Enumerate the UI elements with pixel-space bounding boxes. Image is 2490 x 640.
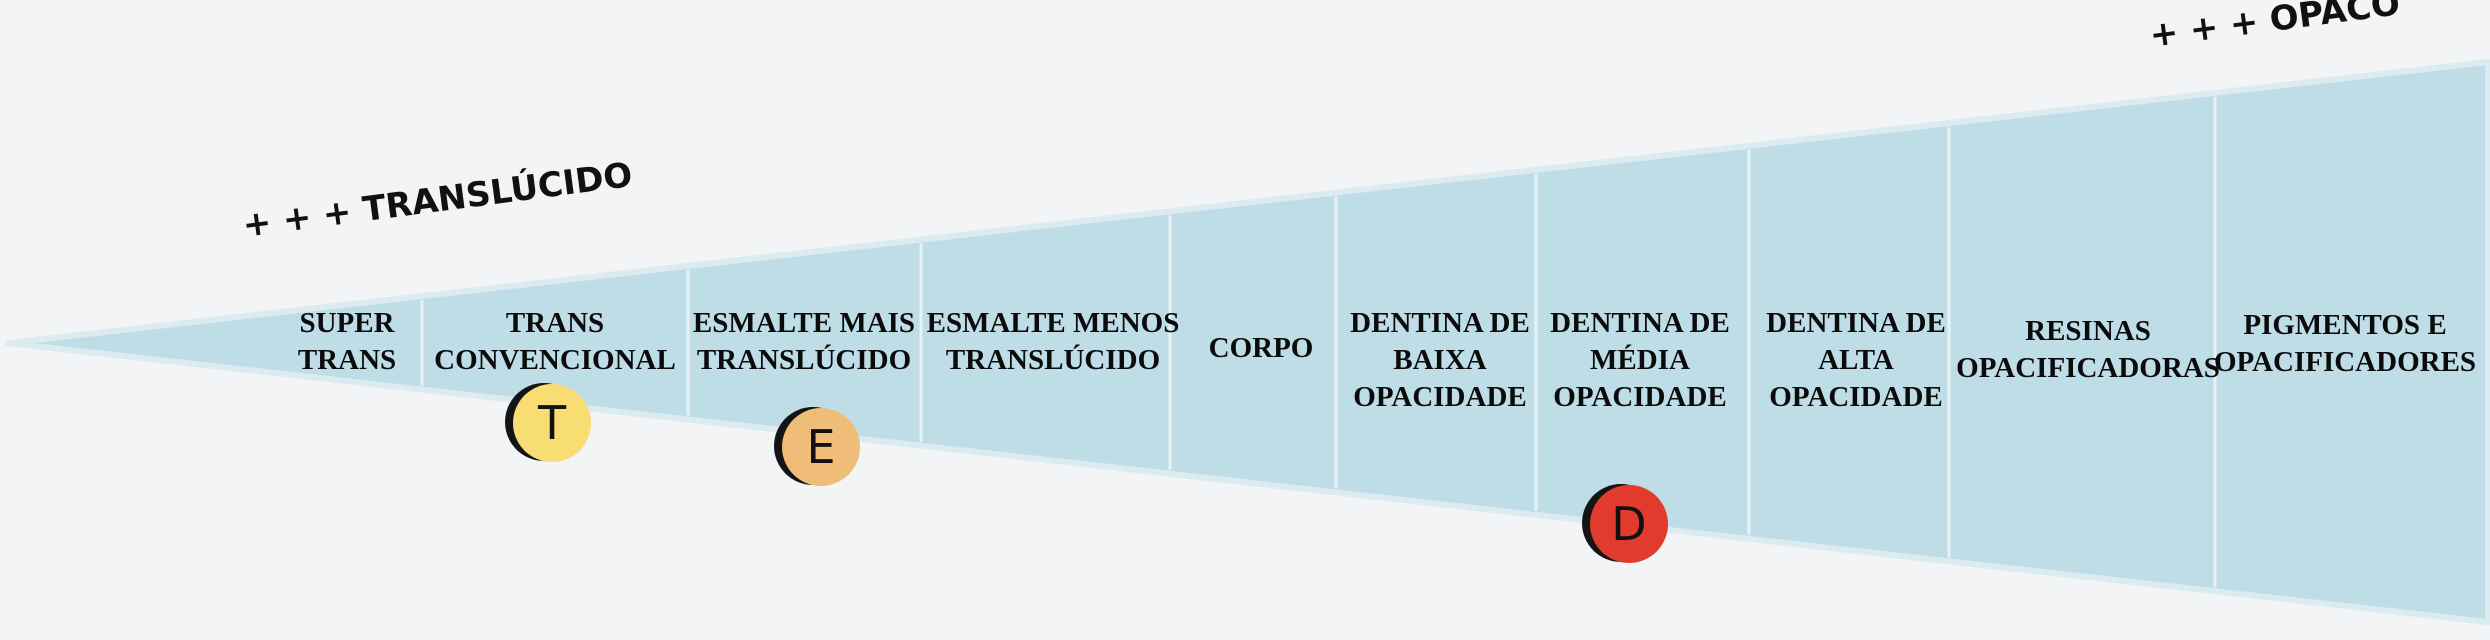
category-label: TRANS CONVENCIONAL xyxy=(434,307,676,376)
category-label: CORPO xyxy=(1208,331,1314,364)
marker-letter: T xyxy=(513,384,591,462)
segment-dividers xyxy=(420,96,2217,588)
marker-letter: D xyxy=(1590,485,1668,563)
marker-letter: E xyxy=(782,408,860,486)
category-label: RESINAS OPACIFICADORAS xyxy=(1956,315,2220,384)
marker-e: E xyxy=(774,407,860,491)
marker-t: T xyxy=(505,383,591,467)
category-label: DENTINA DE BAIXA OPACIDADE xyxy=(1350,306,1530,413)
wedge-shape xyxy=(5,59,2490,625)
category-label: PIGMENTOS E OPACIFICADORES xyxy=(2213,309,2477,378)
category-label: SUPER TRANS xyxy=(297,307,397,376)
category-label: DENTINA DE ALTA OPACIDADE xyxy=(1766,306,1946,413)
category-label: DENTINA DE MÉDIA OPACIDADE xyxy=(1550,306,1730,413)
category-label: ESMALTE MENOS TRANSLÚCIDO xyxy=(926,307,1180,376)
category-label: ESMALTE MAIS TRANSLÚCIDO xyxy=(692,307,916,376)
marker-d: D xyxy=(1582,484,1668,568)
